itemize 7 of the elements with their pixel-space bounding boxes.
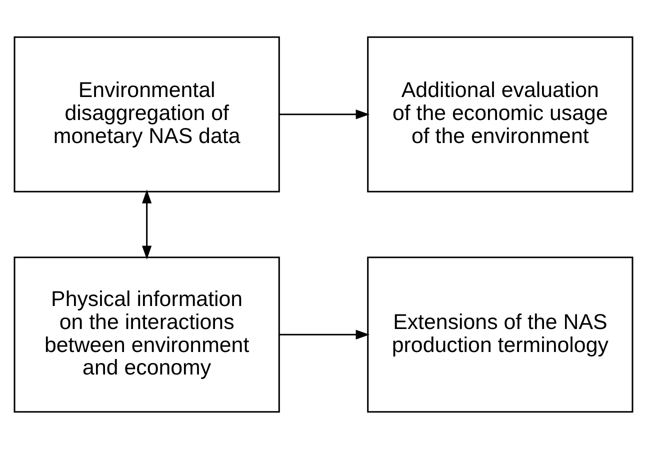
node-box: Environmental disaggregation of monetary NAS data (14, 36, 280, 192)
node-box: Physical information on the interactions between environment and economy (14, 256, 280, 413)
arrow (279, 110, 370, 120)
node-box: Extensions of the NAS production terminology (367, 256, 634, 413)
arrow (279, 330, 370, 340)
node-box: Additional evaluation of the economic usage of the environment (367, 36, 634, 192)
arrow (142, 190, 152, 260)
